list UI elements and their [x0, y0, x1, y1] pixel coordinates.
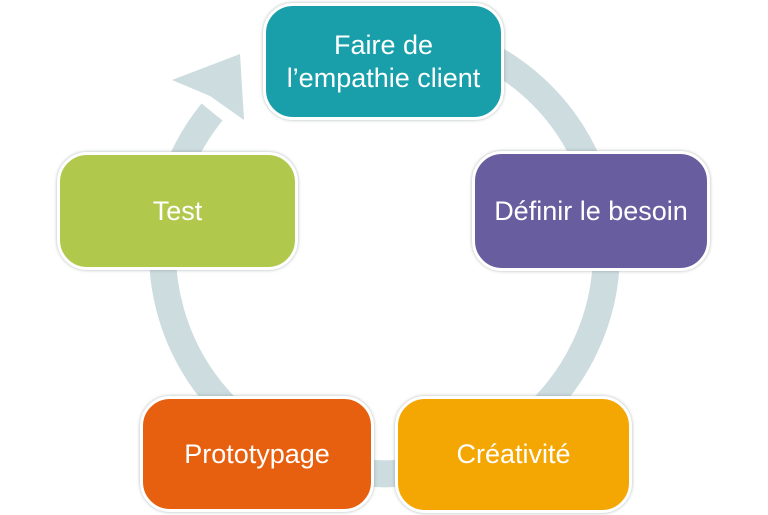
step-empathie: Faire de l’empathie client [263, 3, 504, 120]
step-label: Faire de l’empathie client [286, 29, 481, 93]
step-creativite: Créativité [395, 396, 632, 513]
step-label: Définir le besoin [494, 195, 688, 226]
step-label: Créativité [456, 439, 571, 470]
step-test: Test [57, 152, 298, 270]
step-definir: Définir le besoin [472, 151, 710, 271]
step-label: Test [152, 195, 203, 226]
step-prototypage: Prototypage [140, 396, 374, 512]
cycle-arrowhead-icon [172, 54, 244, 120]
step-label: Prototypage [184, 438, 330, 469]
